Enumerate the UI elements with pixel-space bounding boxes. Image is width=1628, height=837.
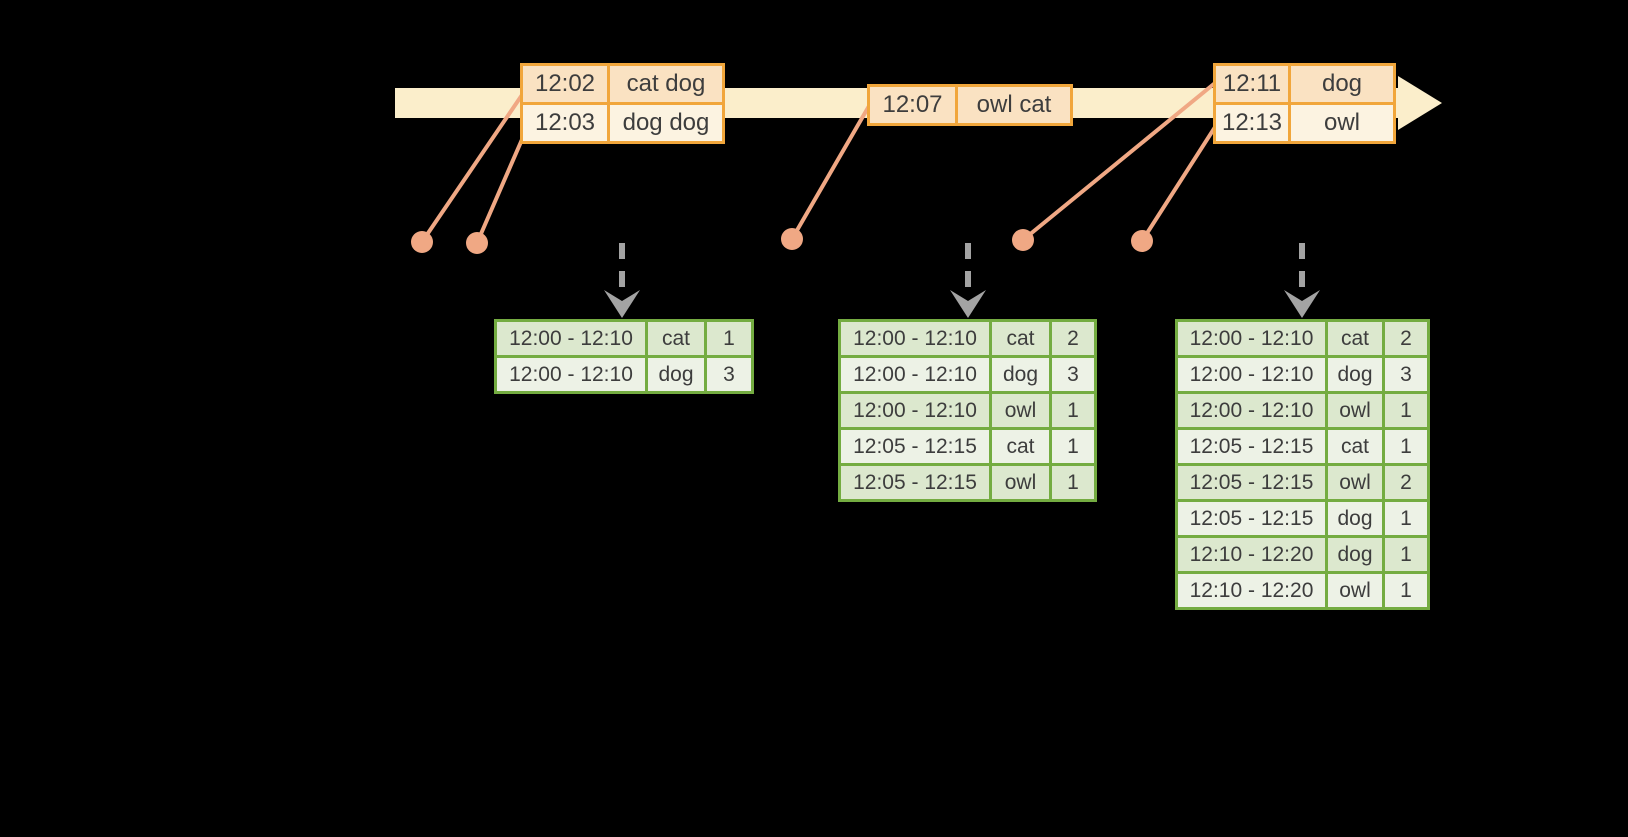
event-row: 12:03 dog dog <box>523 105 722 141</box>
trigger-arrows <box>604 243 1320 318</box>
result-row: 12:00 - 12:10 cat 1 <box>497 322 751 355</box>
result-row: 12:05 - 12:15 cat 1 <box>1178 430 1427 463</box>
result-word: owl <box>992 394 1049 427</box>
result-window: 12:05 - 12:15 <box>1178 466 1325 499</box>
result-row: 12:10 - 12:20 dog 1 <box>1178 538 1427 571</box>
result-count: 1 <box>1385 538 1427 571</box>
result-count: 1 <box>1385 502 1427 535</box>
result-word: dog <box>1328 502 1382 535</box>
result-table-2: 12:00 - 12:10 cat 2 12:00 - 12:10 dog 3 … <box>838 319 1097 502</box>
result-row: 12:00 - 12:10 owl 1 <box>841 394 1094 427</box>
leader-line <box>1140 122 1219 243</box>
result-word: cat <box>992 322 1049 355</box>
event-words: dog dog <box>610 105 722 141</box>
result-row: 12:00 - 12:10 dog 3 <box>1178 358 1427 391</box>
result-row: 12:05 - 12:15 dog 1 <box>1178 502 1427 535</box>
result-row: 12:10 - 12:20 owl 1 <box>1178 574 1427 607</box>
leader-line <box>475 126 529 245</box>
result-table-1: 12:00 - 12:10 cat 1 12:00 - 12:10 dog 3 <box>494 319 754 394</box>
result-count: 2 <box>1052 322 1094 355</box>
event-row: 12:02 cat dog <box>523 66 722 102</box>
event-row: 12:11 dog <box>1216 66 1393 102</box>
result-window: 12:00 - 12:10 <box>1178 394 1325 427</box>
event-table-3: 12:11 dog 12:13 owl <box>1213 63 1396 144</box>
event-dot-icon <box>411 231 433 253</box>
result-count: 1 <box>707 322 751 355</box>
result-row: 12:00 - 12:10 cat 2 <box>841 322 1094 355</box>
event-time: 12:07 <box>870 87 955 123</box>
result-window: 12:05 - 12:15 <box>841 430 989 463</box>
result-count: 1 <box>1052 430 1094 463</box>
event-words: owl <box>1291 105 1393 141</box>
event-time: 12:13 <box>1216 105 1288 141</box>
event-row: 12:13 owl <box>1216 105 1393 141</box>
result-window: 12:00 - 12:10 <box>1178 322 1325 355</box>
event-table-1: 12:02 cat dog 12:03 dog dog <box>520 63 725 144</box>
event-time: 12:11 <box>1216 66 1288 102</box>
result-window: 12:00 - 12:10 <box>841 322 989 355</box>
result-word: cat <box>992 430 1049 463</box>
result-window: 12:05 - 12:15 <box>1178 430 1325 463</box>
result-word: cat <box>1328 430 1382 463</box>
event-table-2: 12:07 owl cat <box>867 84 1073 126</box>
result-word: dog <box>1328 538 1382 571</box>
event-time: 12:02 <box>523 66 607 102</box>
result-window: 12:05 - 12:15 <box>1178 502 1325 535</box>
result-word: cat <box>648 322 704 355</box>
result-word: owl <box>1328 466 1382 499</box>
event-dot-icon <box>466 232 488 254</box>
result-word: owl <box>1328 574 1382 607</box>
result-row: 12:00 - 12:10 dog 3 <box>497 358 751 391</box>
result-word: owl <box>992 466 1049 499</box>
leader-line <box>1021 81 1217 242</box>
event-row: 12:07 owl cat <box>870 87 1070 123</box>
result-count: 2 <box>1385 466 1427 499</box>
event-words: owl cat <box>958 87 1070 123</box>
event-dot-icon <box>1012 229 1034 251</box>
result-count: 1 <box>1052 466 1094 499</box>
dashed-down-arrowhead-icon <box>950 290 986 318</box>
result-word: dog <box>992 358 1049 391</box>
event-leader-lines <box>420 81 1219 245</box>
result-window: 12:00 - 12:10 <box>1178 358 1325 391</box>
result-window: 12:00 - 12:10 <box>841 394 989 427</box>
event-time: 12:03 <box>523 105 607 141</box>
result-count: 1 <box>1385 430 1427 463</box>
result-row: 12:05 - 12:15 cat 1 <box>841 430 1094 463</box>
timeline-arrowhead-icon <box>1398 76 1442 130</box>
result-table-3: 12:00 - 12:10 cat 2 12:00 - 12:10 dog 3 … <box>1175 319 1430 610</box>
result-row: 12:00 - 12:10 owl 1 <box>1178 394 1427 427</box>
dashed-down-arrowhead-icon <box>1284 290 1320 318</box>
event-words: cat dog <box>610 66 722 102</box>
event-dots <box>411 228 1153 254</box>
event-words: dog <box>1291 66 1393 102</box>
result-count: 1 <box>1385 574 1427 607</box>
result-word: dog <box>648 358 704 391</box>
result-window: 12:05 - 12:15 <box>841 466 989 499</box>
result-word: owl <box>1328 394 1382 427</box>
result-window: 12:00 - 12:10 <box>841 358 989 391</box>
dashed-down-arrowhead-icon <box>604 290 640 318</box>
leader-line <box>790 104 871 241</box>
result-row: 12:00 - 12:10 dog 3 <box>841 358 1094 391</box>
result-count: 3 <box>1052 358 1094 391</box>
result-row: 12:05 - 12:15 owl 2 <box>1178 466 1427 499</box>
result-word: dog <box>1328 358 1382 391</box>
result-row: 12:05 - 12:15 owl 1 <box>841 466 1094 499</box>
result-window: 12:10 - 12:20 <box>1178 538 1325 571</box>
result-window: 12:00 - 12:10 <box>497 358 645 391</box>
result-word: cat <box>1328 322 1382 355</box>
result-count: 1 <box>1052 394 1094 427</box>
result-window: 12:00 - 12:10 <box>497 322 645 355</box>
leader-line <box>420 90 526 244</box>
result-window: 12:10 - 12:20 <box>1178 574 1325 607</box>
event-dot-icon <box>781 228 803 250</box>
result-count: 1 <box>1385 394 1427 427</box>
result-count: 3 <box>707 358 751 391</box>
event-dot-icon <box>1131 230 1153 252</box>
result-count: 3 <box>1385 358 1427 391</box>
result-row: 12:00 - 12:10 cat 2 <box>1178 322 1427 355</box>
result-count: 2 <box>1385 322 1427 355</box>
